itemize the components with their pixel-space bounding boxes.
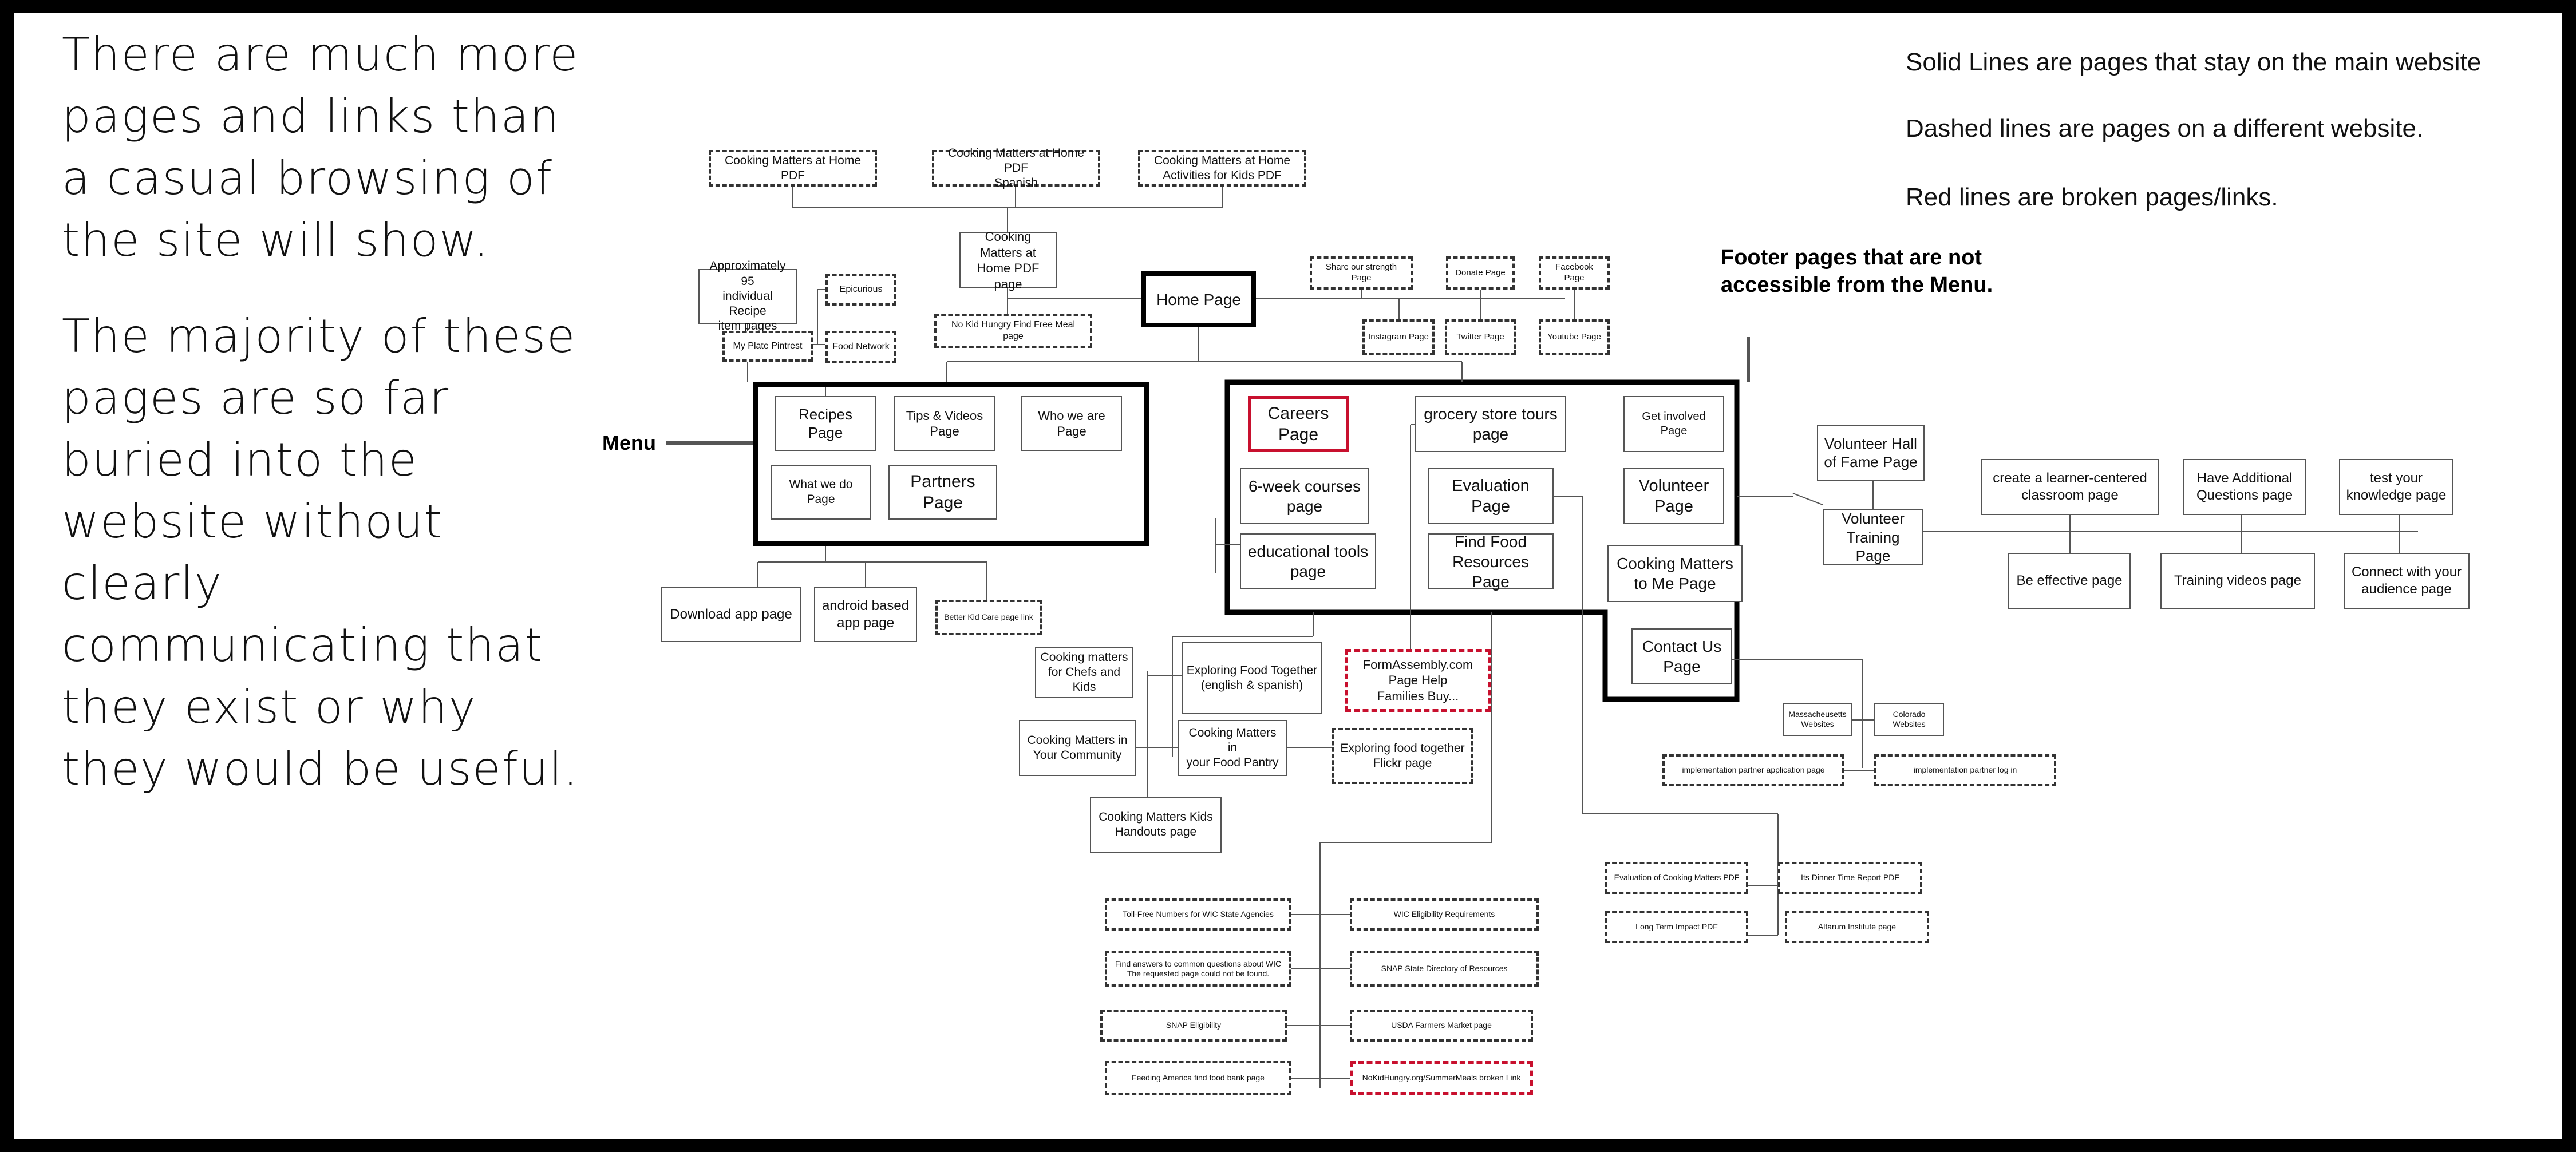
page-node-feeding-america: Feeding America find food bank page: [1105, 1061, 1291, 1095]
legend-red: Red lines are broken pages/links.: [1906, 183, 2278, 211]
page-node-better-kid-care: Better Kid Care page link: [935, 600, 1042, 635]
page-node-facebook: Facebook Page: [1539, 256, 1610, 290]
page-node-twitter: Twitter Page: [1445, 319, 1516, 355]
page-node-epicurious: Epicurious: [825, 274, 896, 306]
page-node-what-we-do: What we do Page: [771, 465, 871, 520]
page-node-nokid-summer: NoKidHungry.org/SummerMeals broken Link: [1350, 1061, 1533, 1095]
page-node-pdf-page: Cooking Matters at Home PDF page: [959, 229, 1057, 291]
page-node-myplate: My Plate Pintrest: [722, 331, 813, 362]
page-node-pdf-kids: Cooking Matters at Home Activities for K…: [1138, 150, 1306, 187]
page-node-contact: Contact Us Page: [1631, 628, 1732, 684]
intro-paragraph-1: There are much more pages and links than…: [62, 28, 579, 267]
page-node-home: Home Page: [1141, 271, 1256, 327]
page-node-dinner-pdf: Its Dinner Time Report PDF: [1778, 862, 1922, 894]
page-node-formassembly: FormAssembly.com Page Help Families Buy.…: [1345, 649, 1491, 712]
page-node-donate: Donate Page: [1446, 256, 1515, 290]
page-node-cm-to-me: Cooking Matters to Me Page: [1607, 545, 1743, 602]
page-node-volunteer: Volunteer Page: [1623, 468, 1724, 524]
page-node-flickr: Exploring food together Flickr page: [1332, 728, 1473, 784]
page-node-long-term: Long Term Impact PDF: [1605, 911, 1748, 943]
page-node-eval-pdf: Evaluation of Cooking Matters PDF: [1605, 862, 1748, 894]
page-node-share-strength: Share our strength Page: [1310, 256, 1413, 290]
page-node-impl-login: implementation partner log in: [1874, 754, 2056, 786]
page-node-snap-eligibility: SNAP Eligibility: [1100, 1010, 1287, 1042]
page-node-who-we-are: Who we are Page: [1021, 396, 1122, 451]
legend-solid: Solid Lines are pages that stay on the m…: [1906, 48, 2482, 76]
page-node-nokid-meal: No Kid Hungry Find Free Meal page: [934, 314, 1092, 348]
page-node-additional-questions: Have Additional Questions page: [2183, 459, 2306, 515]
intro-paragraph-2: The majority of these pages are so far b…: [62, 310, 579, 795]
page-node-kids-handouts: Cooking Matters Kids Handouts page: [1090, 797, 1222, 853]
page-node-volunteer-hall: Volunteer Hall of Fame Page: [1817, 425, 1925, 481]
page-node-test-knowledge: test your knowledge page: [2339, 459, 2453, 515]
page-node-careers: Careers Page: [1248, 396, 1349, 452]
page-node-volunteer-training: Volunteer Training Page: [1823, 509, 1923, 565]
page-node-evaluation: Evaluation Page: [1428, 468, 1554, 524]
page-node-learner-centered: create a learner-centered classroom page: [1981, 459, 2159, 515]
page-node-wic-eligibility: WIC Eligibility Requirements: [1350, 898, 1539, 931]
page-node-pdf-home: Cooking Matters at Home PDF: [709, 150, 877, 187]
page-node-colorado: Colorado Websites: [1874, 703, 1944, 736]
footer-group-box: [1224, 379, 1740, 702]
page-node-tips-videos: Tips & Videos Page: [894, 396, 995, 451]
page-node-exploring-food: Exploring Food Together (english & spani…: [1182, 642, 1322, 714]
page-node-android-app: android based app page: [814, 587, 917, 642]
page-node-get-involved: Get involved Page: [1623, 396, 1724, 452]
page-node-chefs-kids: Cooking matters for Chefs and Kids: [1035, 647, 1133, 698]
page-node-wic-tollfree: Toll-Free Numbers for WIC State Agencies: [1105, 898, 1291, 931]
page-node-grocery-tours: grocery store tours page: [1415, 396, 1566, 452]
page-node-food-network: Food Network: [825, 331, 896, 363]
menu-group-box: [753, 382, 1149, 546]
page-node-download-app: Download app page: [661, 587, 801, 642]
menu-label: Menu: [602, 431, 656, 454]
page-node-pdf-spanish: Cooking Matters at Home PDF Spanish: [932, 147, 1100, 189]
page-node-instagram: Instagram Page: [1362, 319, 1435, 355]
page-node-recipe-items: Approximately 95 individual Recipe item …: [698, 259, 797, 332]
page-node-training-videos: Training videos page: [2160, 553, 2315, 609]
legend-dashed: Dashed lines are pages on a different we…: [1906, 114, 2424, 142]
page-node-find-food: Find Food Resources Page: [1428, 533, 1554, 591]
page-node-youtube: Youtube Page: [1539, 319, 1610, 355]
page-node-snap-directory: SNAP State Directory of Resources: [1350, 951, 1539, 987]
page-node-recipes: Recipes Page: [775, 396, 876, 451]
page-node-be-effective: Be effective page: [2008, 553, 2131, 609]
sitemap-panel: There are much more pages and links than…: [14, 13, 2562, 1139]
page-node-massachusetts: Massacheusetts Websites: [1783, 703, 1852, 736]
page-node-food-pantry: Cooking Matters in your Food Pantry: [1178, 720, 1287, 776]
page-node-edu-tools: educational tools page: [1240, 533, 1376, 589]
page-node-impl-application: implementation partner application page: [1662, 754, 1844, 786]
page-node-six-week: 6-week courses page: [1240, 468, 1369, 524]
page-node-wic-questions: Find answers to common questions about W…: [1105, 951, 1291, 987]
footer-note: Footer pages that are not accessible fro…: [1721, 246, 1993, 297]
page-node-connect-audience: Connect with your audience page: [2344, 553, 2470, 609]
page-node-partners: Partners Page: [888, 465, 997, 520]
page-node-usda-markets: USDA Farmers Market page: [1350, 1010, 1533, 1042]
page-node-altarum: Altarum Institute page: [1785, 911, 1929, 943]
page-node-community: Cooking Matters in Your Community: [1019, 720, 1136, 776]
